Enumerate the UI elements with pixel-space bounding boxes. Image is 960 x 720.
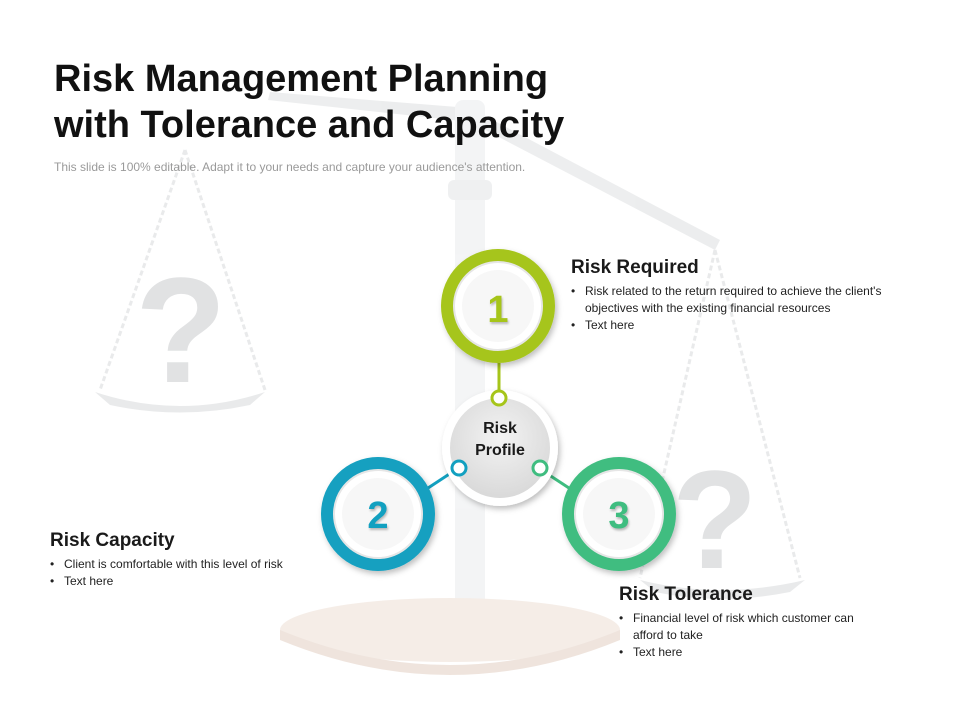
connector-dot-3 (531, 459, 549, 477)
node-1-number: 1 (487, 289, 509, 331)
left-pan (95, 392, 265, 413)
risk-tolerance-bullets: Financial level of risk which customer c… (619, 610, 879, 661)
node-1-ring (441, 249, 555, 363)
scale-beam (268, 92, 720, 250)
risk-required-bullets: Risk related to the return required to a… (571, 283, 911, 334)
bullet-item: Text here (571, 317, 911, 334)
center-node (442, 390, 558, 506)
page-title: Risk Management Planning with Tolerance … (54, 56, 754, 148)
title-line-1: Risk Management Planning (54, 58, 549, 100)
bullet-item: Text here (619, 644, 879, 661)
bullet-item: Financial level of risk which customer c… (619, 610, 879, 644)
node-3-ring (562, 457, 676, 571)
subtitle: This slide is 100% editable. Adapt it to… (54, 160, 526, 174)
risk-capacity-bullets: Client is comfortable with this level of… (50, 556, 320, 590)
risk-required-block: Risk Required Risk related to the return… (571, 257, 911, 334)
question-mark-right-icon: ? (672, 441, 758, 598)
node-2-ring (321, 457, 435, 571)
risk-tolerance-block: Risk Tolerance Financial level of risk w… (619, 584, 879, 661)
risk-tolerance-heading: Risk Tolerance (619, 584, 753, 605)
node-3-number: 3 (608, 495, 630, 537)
risk-capacity-block: Risk Capacity Client is comfortable with… (50, 530, 320, 590)
node-2-number: 2 (367, 495, 389, 537)
question-mark-left-icon: ? (135, 246, 227, 414)
risk-required-heading: Risk Required (571, 257, 699, 278)
risk-capacity-heading: Risk Capacity (50, 530, 175, 551)
connector-dot-1 (490, 389, 508, 407)
bullet-item: Client is comfortable with this level of… (50, 556, 320, 573)
bullet-item: Risk related to the return required to a… (571, 283, 911, 317)
connector-dot-2 (450, 459, 468, 477)
center-label: Risk Profile (448, 418, 552, 462)
title-line-2: with Tolerance and Capacity (54, 104, 565, 146)
center-label-line-1: Risk (483, 420, 517, 437)
right-pan (640, 580, 805, 599)
center-label-line-2: Profile (475, 442, 525, 459)
bullet-item: Text here (50, 573, 320, 590)
scale-base (280, 598, 620, 662)
